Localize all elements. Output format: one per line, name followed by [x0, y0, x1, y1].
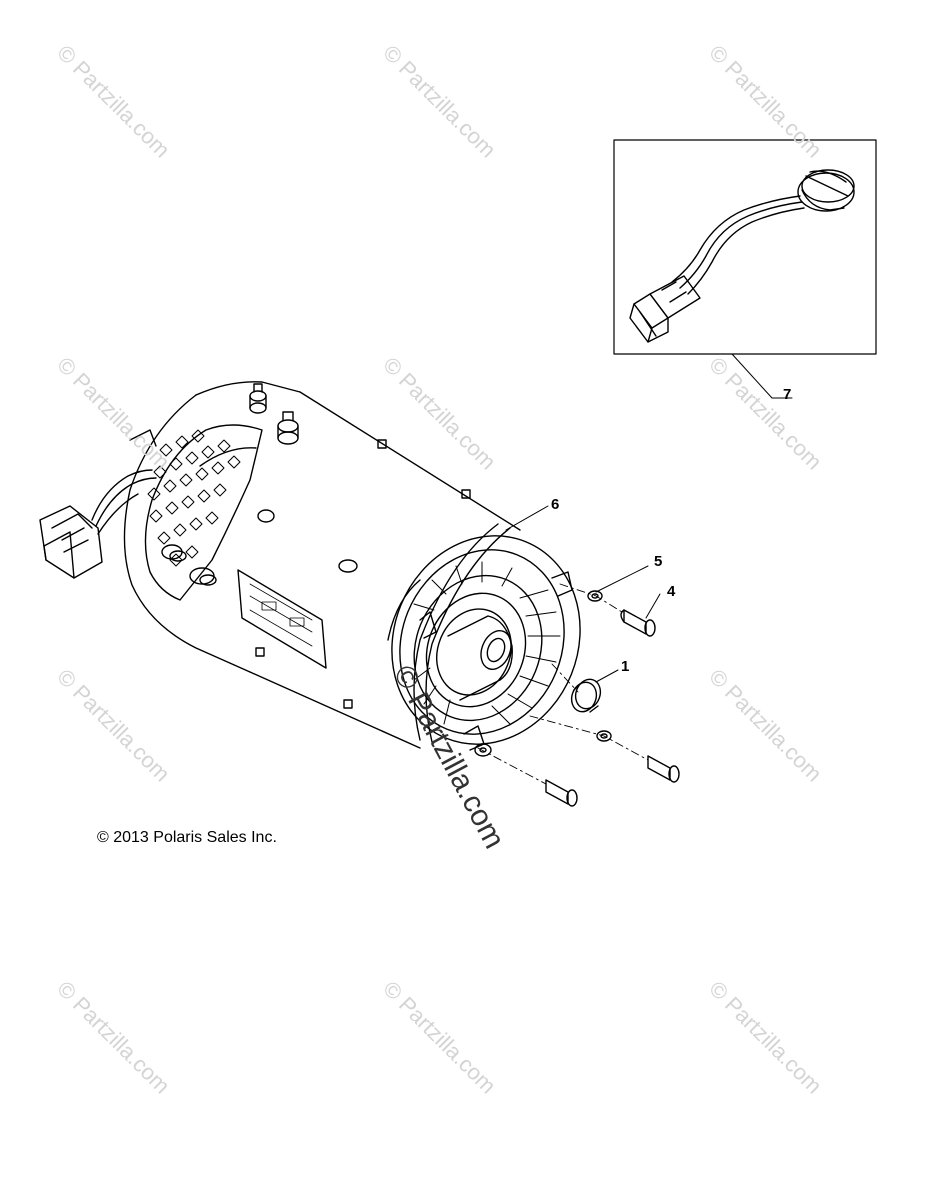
- callout-1: 1: [621, 658, 630, 675]
- inset-box: [613, 139, 877, 355]
- callout-6: 6: [551, 496, 560, 513]
- leader-7: [731, 353, 793, 399]
- callout-7: 7: [783, 386, 792, 403]
- callout-5: 5: [654, 553, 663, 570]
- assembly-lines: [477, 583, 649, 785]
- copyright-notice: © 2013 Polaris Sales Inc.: [97, 829, 277, 846]
- part-4-bolt: [620, 609, 656, 637]
- lower-hardware: [474, 730, 680, 807]
- part-5-washer: [587, 590, 603, 602]
- motor-assembly: [39, 381, 581, 751]
- speed-sensor-harness: [629, 169, 855, 343]
- leader-lines: [505, 505, 661, 683]
- callout-4: 4: [667, 583, 676, 600]
- part-1-seal: [570, 678, 602, 713]
